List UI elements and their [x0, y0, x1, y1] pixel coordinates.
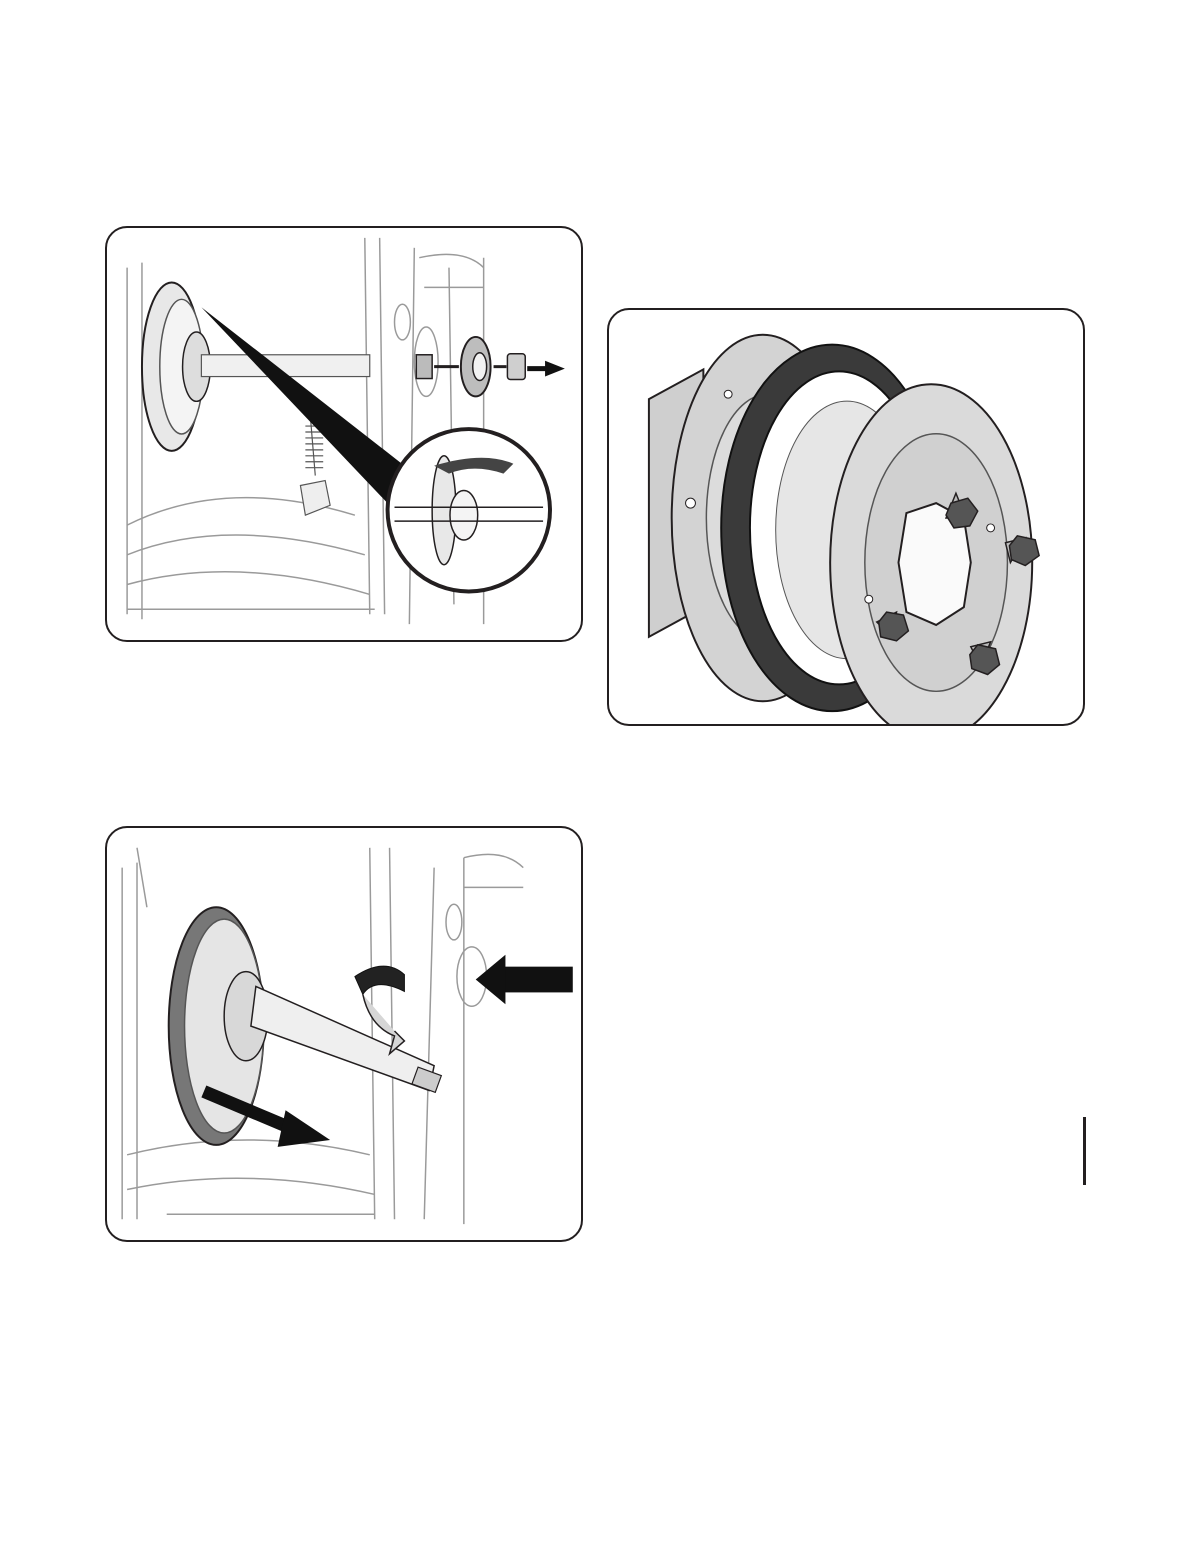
flange-plate: [830, 384, 1032, 724]
auger-pulley: [169, 907, 442, 1145]
footer-text: [0, 1528, 400, 1541]
page-number-rule: [1083, 1117, 1086, 1185]
figure-friction-wheel-exploded: [607, 308, 1085, 726]
illustration-friction-wheel: [609, 310, 1083, 724]
illustration-shaft-removal: [107, 228, 581, 640]
arrow-pull-out-icon: [527, 361, 565, 377]
callout-pointer: [201, 307, 404, 505]
figure-shaft-pull-out: [105, 826, 583, 1242]
arrow-push-icon: [476, 955, 573, 1005]
magnified-inset: [388, 429, 550, 591]
figure-shaft-removal-detail: [105, 226, 583, 642]
bearing-and-nut: [416, 337, 525, 396]
illustration-shaft-pull-out: [107, 828, 581, 1240]
